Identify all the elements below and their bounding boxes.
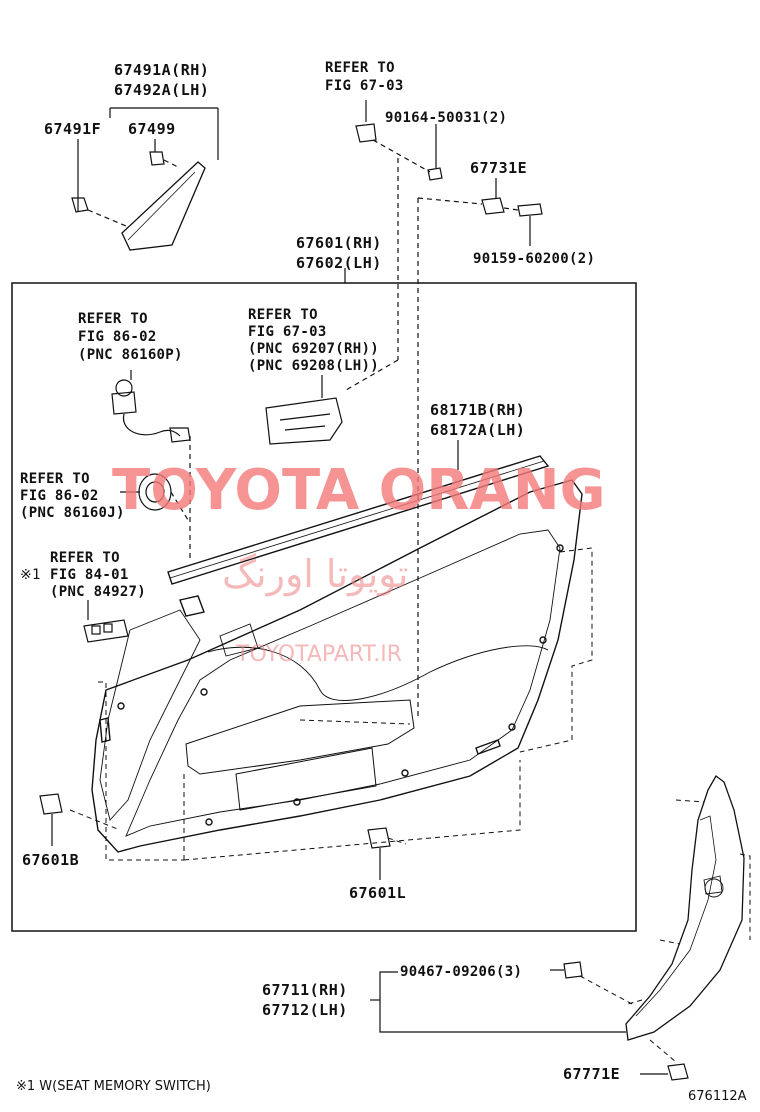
watermark-main: TOYOTA ORANG <box>112 458 606 523</box>
label-90159: 90159-60200(2) <box>473 251 596 267</box>
inside-handle-icon <box>265 397 343 445</box>
refer-fig8602a-line2: FIG 86-02 <box>78 329 157 345</box>
watermark-url: TOYOTAPART.IR <box>236 642 403 667</box>
clip-67601L-icon <box>367 827 391 880</box>
memory-switch-icon <box>83 619 129 643</box>
refer-fig8602b-line3: (PNC 86160J) <box>20 505 125 521</box>
lower-trim-panel <box>625 775 745 1041</box>
screw-90467-icon <box>563 961 583 979</box>
refer-fig6703b-line2: FIG 67-03 <box>248 324 327 340</box>
clip-67771E-icon <box>667 1063 689 1081</box>
belt-weatherstrip-icon <box>167 455 550 585</box>
bracket-fig6703-icon <box>355 123 377 143</box>
screw-90159-icon <box>517 203 543 217</box>
label-67491F: 67491F <box>44 120 102 138</box>
label-67499: 67499 <box>128 120 176 138</box>
refer-fig8602a-line1: REFER TO <box>78 311 148 327</box>
label-67601: 67601(RH) <box>296 234 382 252</box>
watermark-arabic: تویوتا اورنگ <box>222 552 409 596</box>
clip-67601B-icon <box>39 793 63 846</box>
label-90164: 90164-50031(2) <box>385 110 508 126</box>
label-67711: 67711(RH) <box>262 981 348 999</box>
refer-fig6703b-line3: (PNC 69207(RH)) <box>248 341 379 357</box>
label-67601B: 67601B <box>22 851 80 869</box>
refer-fig8602b-line1: REFER TO <box>20 471 90 487</box>
label-67601L: 67601L <box>349 884 407 902</box>
refer-fig8602b-line2: FIG 86-02 <box>20 488 99 504</box>
screw-90164-icon <box>427 167 443 181</box>
door-trim-panel <box>91 479 583 853</box>
label-67771E: 67771E <box>563 1065 621 1083</box>
refer-fig8401-line3: (PNC 84927) <box>50 584 147 600</box>
clip-67731E-icon <box>481 197 505 215</box>
footnote: ※1 W(SEAT MEMORY SWITCH) <box>16 1079 211 1094</box>
refer-fig8401-line1: REFER TO <box>50 550 120 566</box>
label-90467: 90467-09206(3) <box>400 964 523 980</box>
label-67492A: 67492A(LH) <box>114 81 210 99</box>
clip-67499-icon <box>149 151 165 166</box>
label-68171B: 68171B(RH) <box>430 401 526 419</box>
diagram-id: 676112A <box>688 1089 747 1104</box>
refer-fig6703-line2: FIG 67-03 <box>325 78 404 94</box>
refer-fig8401-mark: ※1 <box>20 567 41 583</box>
refer-fig6703b-line1: REFER TO <box>248 307 318 323</box>
refer-fig6703-line1: REFER TO <box>325 60 395 76</box>
tweeter-harness-icon <box>111 379 191 443</box>
refer-fig8401-line2: FIG 84-01 <box>50 567 129 583</box>
label-67491A: 67491A(RH) <box>114 61 210 79</box>
clip-67491F-icon <box>71 197 89 213</box>
corner-trim-piece <box>121 161 206 251</box>
label-67602: 67602(LH) <box>296 254 382 272</box>
main-frame <box>11 282 637 932</box>
refer-fig8602a-line3: (PNC 86160P) <box>78 347 183 363</box>
label-67731E: 67731E <box>470 159 528 177</box>
label-68172A: 68172A(LH) <box>430 421 526 439</box>
label-67712: 67712(LH) <box>262 1001 348 1019</box>
refer-fig6703b-line4: (PNC 69208(LH)) <box>248 358 379 374</box>
